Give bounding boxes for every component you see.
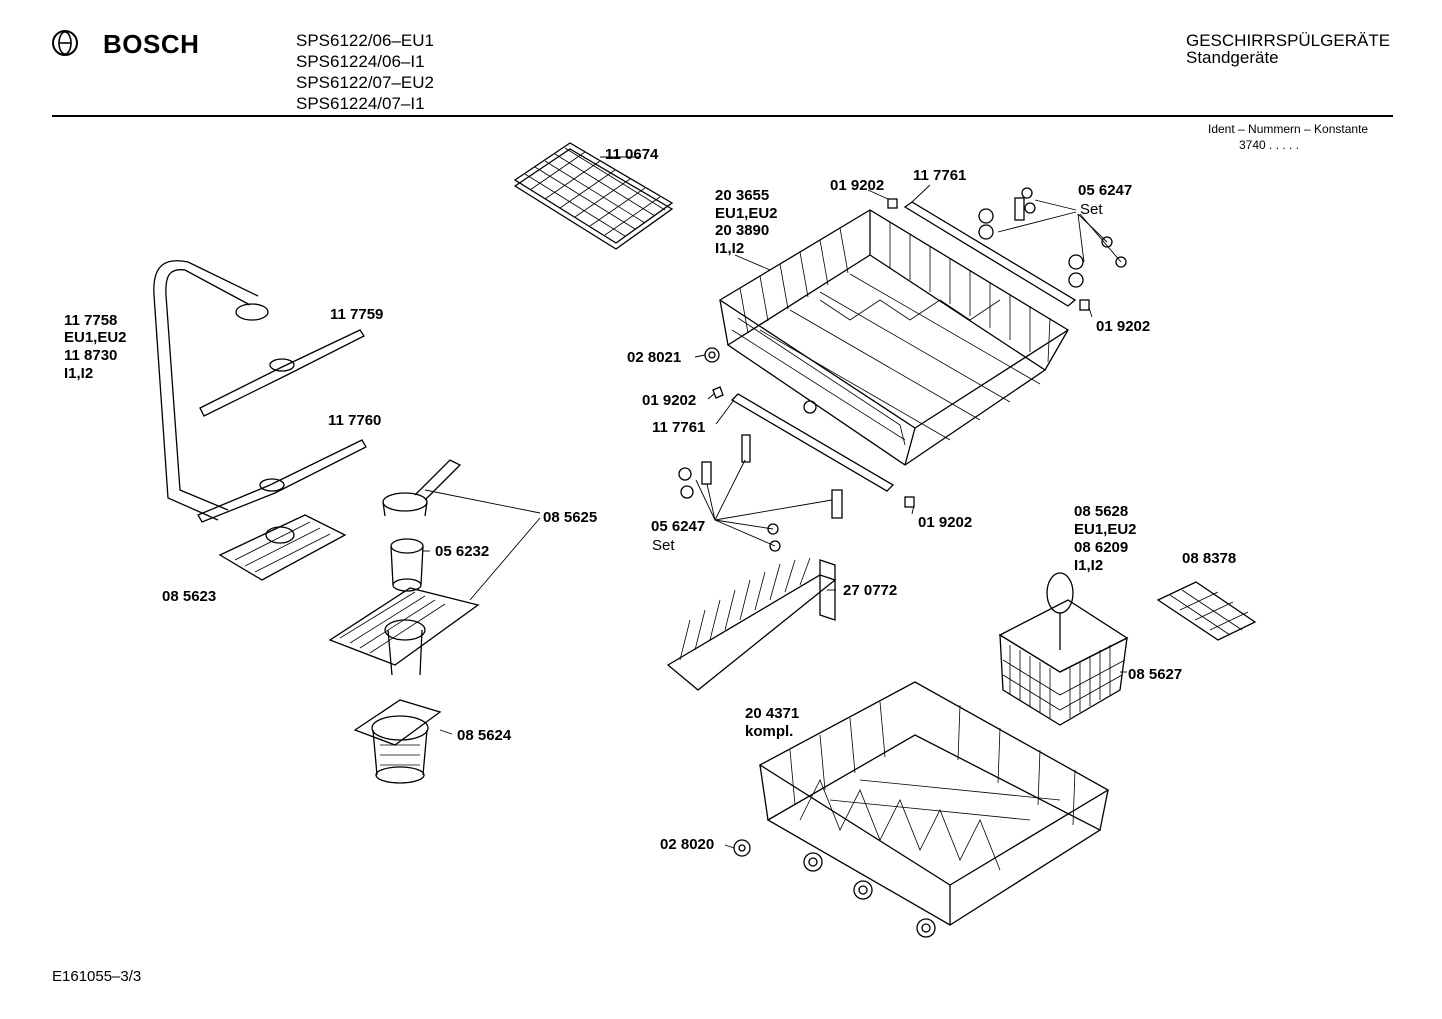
brand-name: BOSCH bbox=[103, 29, 200, 59]
part-019202: 01 9202 bbox=[1096, 318, 1151, 335]
cup-shelf-drawing bbox=[513, 142, 674, 250]
leader-lines bbox=[423, 156, 1127, 849]
part-270772: 27 0772 bbox=[843, 582, 898, 599]
category-title: GESCHIRRSPÜLGERÄTE bbox=[1186, 31, 1391, 50]
set-label: Set bbox=[1080, 201, 1103, 218]
variant-label: EU1,EU2 bbox=[1074, 521, 1137, 538]
part-085623: 08 5623 bbox=[162, 588, 217, 605]
part-117760: 11 7760 bbox=[328, 412, 382, 429]
part-056247: 05 6247 bbox=[651, 518, 706, 535]
bosch-logo bbox=[50, 28, 80, 58]
variant-label: I1,I2 bbox=[715, 240, 745, 257]
variant-label: EU1,EU2 bbox=[715, 205, 778, 222]
cutlery-basket-drawing bbox=[998, 572, 1129, 726]
part-028021: 02 8021 bbox=[627, 349, 682, 366]
part-085628: 08 5628 bbox=[1074, 503, 1129, 520]
part-056247: 05 6247 bbox=[1078, 182, 1133, 199]
part-019202: 01 9202 bbox=[642, 392, 697, 409]
part-117761: 11 7761 bbox=[652, 419, 706, 436]
supply-pipe-drawing bbox=[153, 260, 269, 521]
part-088378: 08 8378 bbox=[1182, 550, 1237, 567]
part-203655: 20 3655 bbox=[715, 187, 770, 204]
kompl-label: kompl. bbox=[745, 723, 794, 740]
part-019202: 01 9202 bbox=[830, 177, 885, 194]
part-203890: 20 3890 bbox=[715, 222, 770, 239]
part-019202: 01 9202 bbox=[918, 514, 973, 531]
coarse-filter-drawing bbox=[353, 699, 442, 784]
rail-drawing bbox=[730, 201, 1077, 492]
set-label: Set bbox=[652, 537, 675, 554]
part-110674: 11 0674 bbox=[605, 146, 659, 163]
part-117761: 11 7761 bbox=[913, 167, 967, 184]
part-117759: 11 7759 bbox=[330, 306, 384, 323]
part-117758: 11 7758 bbox=[64, 312, 118, 329]
ident-value: 3740 . . . . . bbox=[1239, 138, 1300, 152]
part-085627: 08 5627 bbox=[1128, 666, 1183, 683]
model-number: SPS61224/06–I1 bbox=[296, 52, 425, 71]
upper-spray-arm-drawing bbox=[199, 329, 365, 417]
part-118730: 11 8730 bbox=[64, 347, 118, 364]
variant-label: I1,I2 bbox=[64, 365, 94, 382]
part-086209: 08 6209 bbox=[1074, 539, 1129, 556]
fine-filter-drawing bbox=[218, 514, 347, 581]
cutlery-insert-drawing bbox=[1156, 581, 1257, 641]
upper-basket-drawing bbox=[718, 209, 1070, 466]
document-id: E161055–3/3 bbox=[52, 968, 142, 985]
part-028020: 02 8020 bbox=[660, 836, 715, 853]
model-number: SPS6122/07–EU2 bbox=[296, 73, 434, 92]
variant-label: I1,I2 bbox=[1074, 557, 1104, 574]
lower-basket-drawing bbox=[733, 681, 1110, 938]
model-number: SPS6122/06–EU1 bbox=[296, 31, 434, 50]
part-056232: 05 6232 bbox=[435, 543, 490, 560]
model-number: SPS61224/07–I1 bbox=[296, 94, 425, 113]
part-204371: 20 4371 bbox=[745, 705, 800, 722]
ident-label: Ident – Nummern – Konstante bbox=[1208, 122, 1369, 136]
header-divider bbox=[52, 115, 1393, 117]
category-subtitle: Standgeräte bbox=[1186, 48, 1279, 67]
small-parts-drawing bbox=[678, 187, 1127, 552]
bosch-armature-icon bbox=[52, 30, 78, 56]
part-085624: 08 5624 bbox=[457, 727, 512, 744]
knife-rack-drawing bbox=[666, 557, 837, 691]
lower-spray-arm-drawing bbox=[197, 439, 367, 523]
variant-label: EU1,EU2 bbox=[64, 329, 127, 346]
part-085625: 08 5625 bbox=[543, 509, 598, 526]
filter-pieces-drawing bbox=[328, 459, 480, 676]
